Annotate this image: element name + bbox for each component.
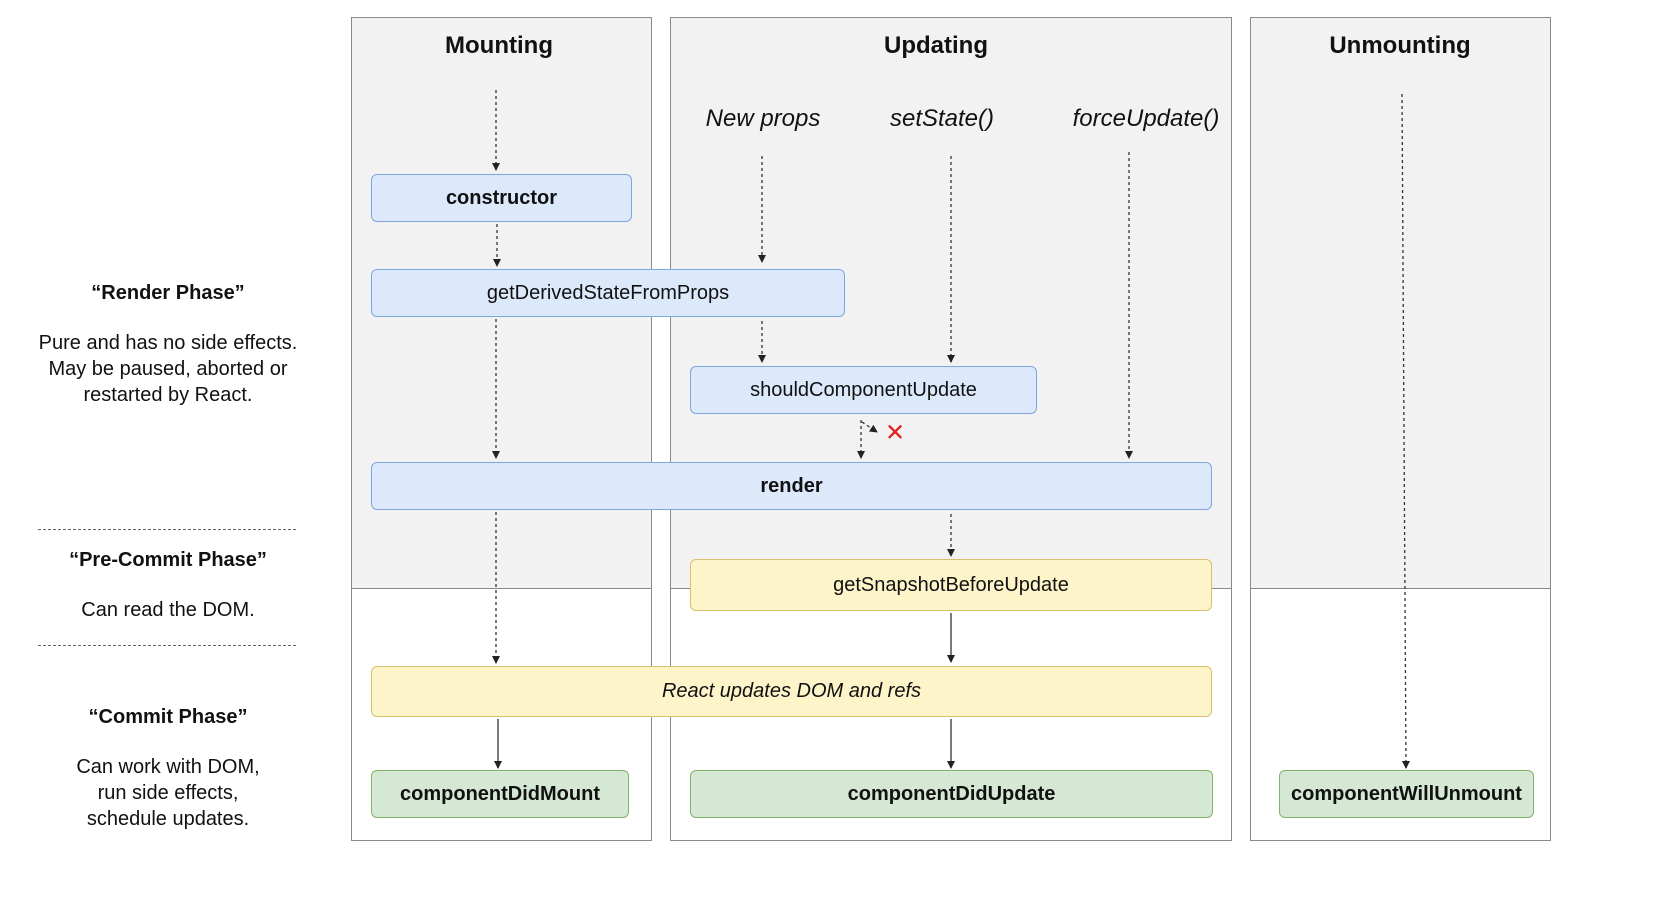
component-did-mount-box: componentDidMount xyxy=(371,770,629,818)
phase-separator-bottom xyxy=(38,645,296,646)
unmounting-title: Unmounting xyxy=(1329,32,1471,59)
updating-title: Updating xyxy=(884,32,988,59)
mounting-title: Mounting xyxy=(445,32,553,59)
phase-separator-top xyxy=(38,529,296,530)
unmounting-column xyxy=(1250,17,1551,841)
render-phase-line-2: May be paused, aborted or xyxy=(48,358,288,380)
constructor-box: constructor xyxy=(371,174,632,222)
unmounting-phase-divider xyxy=(1251,588,1550,589)
react-updates-dom-box: React updates DOM and refs xyxy=(371,666,1212,717)
arrow-scu-false-branch xyxy=(861,421,878,433)
should-component-update-box: shouldComponentUpdate xyxy=(690,366,1037,414)
get-derived-state-from-props-box: getDerivedStateFromProps xyxy=(371,269,845,317)
trigger-set-state: setState() xyxy=(889,105,995,132)
pre-commit-phase-line-1: Can read the DOM. xyxy=(81,599,255,621)
commit-phase-description: “Commit Phase” Can work with DOM, run si… xyxy=(18,704,318,832)
render-phase-title: “Render Phase” xyxy=(91,282,245,304)
pre-commit-phase-description: “Pre-Commit Phase” Can read the DOM. xyxy=(18,547,318,623)
get-snapshot-before-update-box: getSnapshotBeforeUpdate xyxy=(690,559,1212,611)
commit-phase-line-2: run side effects, xyxy=(97,782,239,804)
commit-phase-title: “Commit Phase” xyxy=(88,706,248,728)
component-will-unmount-box: componentWillUnmount xyxy=(1279,770,1534,818)
pre-commit-phase-title: “Pre-Commit Phase” xyxy=(69,549,267,571)
trigger-force-update: forceUpdate() xyxy=(1072,105,1220,132)
trigger-new-props: New props xyxy=(705,105,821,132)
commit-phase-line-1: Can work with DOM, xyxy=(76,756,260,778)
arrow-unmount-start-to-willunmount xyxy=(1401,93,1410,769)
skip-update-x-icon: ✕ xyxy=(884,419,906,447)
mounting-phase-divider xyxy=(352,588,651,589)
component-did-update-box: componentDidUpdate xyxy=(690,770,1213,818)
render-phase-description: “Render Phase” Pure and has no side effe… xyxy=(18,280,318,408)
commit-phase-line-3: schedule updates. xyxy=(86,808,250,830)
render-phase-line-3: restarted by React. xyxy=(83,384,253,406)
render-box: render xyxy=(371,462,1212,510)
render-phase-line-1: Pure and has no side effects. xyxy=(38,332,298,354)
